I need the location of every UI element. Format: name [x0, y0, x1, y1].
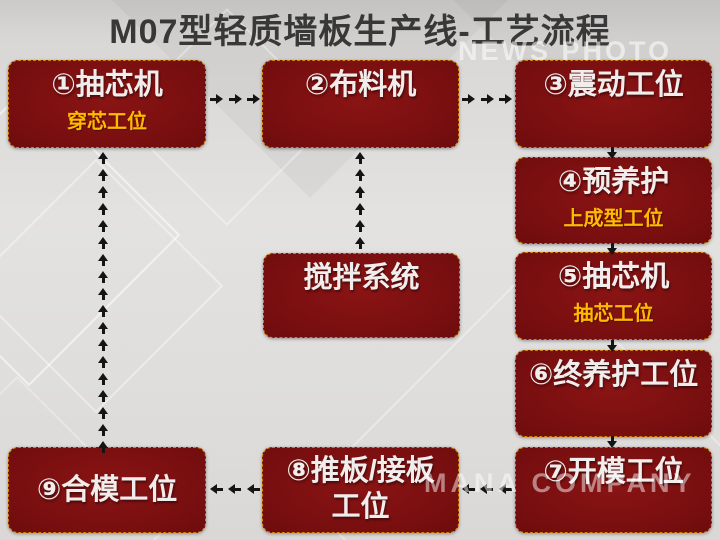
node-label: ④预养护 — [557, 166, 670, 198]
flow-node-mixing-system: 搅拌系统 — [263, 253, 460, 338]
connector-arrow-right-1-to-2 — [210, 94, 261, 104]
node-label: ③震动工位 — [543, 69, 684, 101]
connector-arrow-right-2-to-3 — [462, 94, 513, 104]
flow-node-3-vibration-station: ③震动工位 — [515, 60, 712, 148]
flow-node-2-distributing-machine: ②布料机 — [262, 60, 459, 148]
flow-node-9-mold-closing-station: ⑨合模工位 — [8, 447, 206, 533]
node-label: ⑥终养护工位 — [528, 359, 699, 391]
flow-node-8-push-receive-board-station: ⑧推板/接板 工位 — [262, 447, 459, 533]
node-label: ⑦开模工位 — [543, 456, 684, 488]
node-sublabel: 上成型工位 — [563, 208, 664, 230]
connector-arrow-left-7-to-8 — [461, 484, 512, 494]
flow-node-4-pre-curing: ④预养护 上成型工位 — [515, 157, 712, 244]
node-label-line2: 工位 — [331, 491, 390, 523]
flow-node-6-final-curing-station: ⑥终养护工位 — [515, 350, 712, 437]
flow-node-5-core-pulling-machine: ⑤抽芯机 抽芯工位 — [515, 252, 712, 340]
connector-arrow-down-6-to-7 — [607, 436, 617, 448]
node-sublabel: 抽芯工位 — [573, 303, 654, 325]
connector-arrow-left-8-to-9 — [209, 484, 260, 494]
node-label: ⑨合模工位 — [36, 474, 178, 506]
connector-arrow-up-mixer-to-2 — [355, 152, 365, 249]
node-label: ⑧推板/接板 — [286, 455, 435, 487]
page-title: M07型轻质墙板生产线-工艺流程 — [109, 13, 611, 51]
connector-arrow-up-9-to-1 — [98, 152, 108, 453]
connector-arrow-down-5-to-6 — [607, 340, 617, 352]
node-label: ①抽芯机 — [51, 69, 163, 101]
background-diamond-decoration — [0, 158, 224, 414]
node-sublabel: 穿芯工位 — [67, 111, 147, 133]
node-label: ⑤抽芯机 — [557, 261, 670, 293]
flow-node-1-core-pulling-machine: ①抽芯机 穿芯工位 — [8, 60, 206, 148]
connector-arrow-down-4-to-5 — [607, 243, 617, 255]
connector-arrow-down-3-to-4 — [607, 147, 617, 159]
flow-node-7-mold-opening-station: ⑦开模工位 — [515, 447, 712, 533]
node-label: ②布料机 — [304, 69, 417, 101]
node-label: 搅拌系统 — [303, 262, 420, 294]
